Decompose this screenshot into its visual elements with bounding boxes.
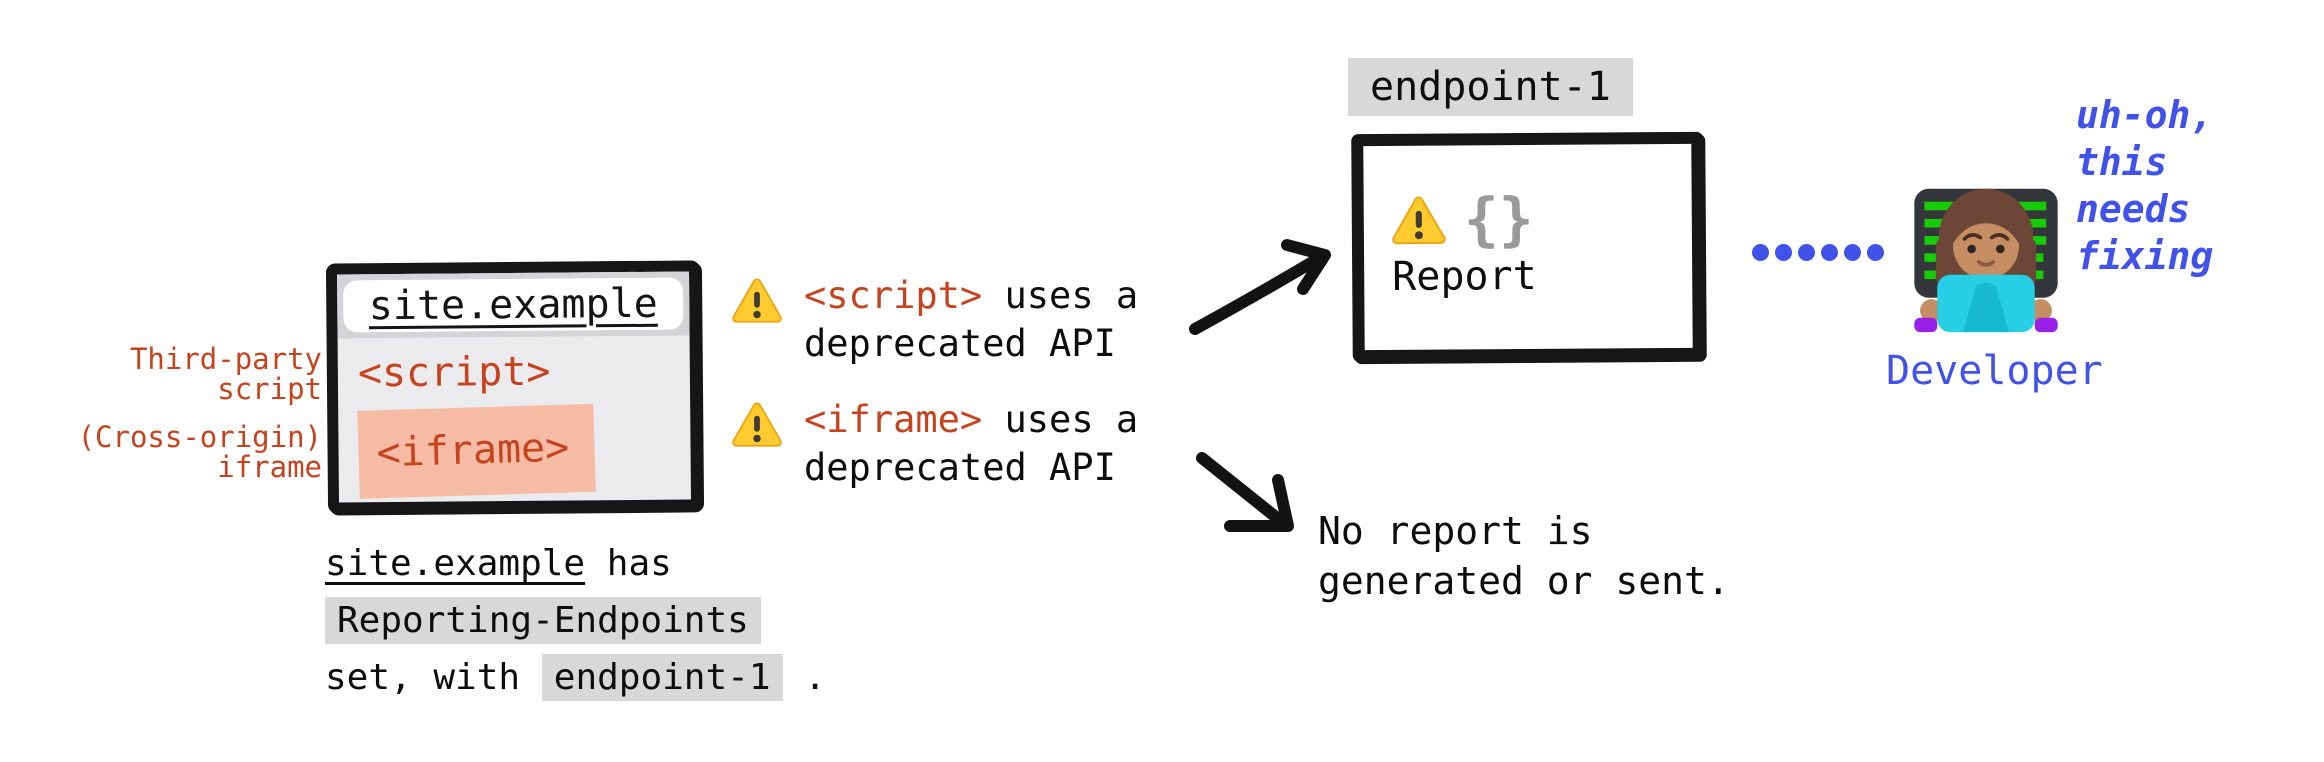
iframe-warning-text: <iframe> uses a deprecated API <box>804 396 1138 492</box>
warning-script-tag: <script> <box>804 274 983 317</box>
caption-line-2: Reporting-Endpoints <box>325 593 826 648</box>
arrow-to-endpoint-icon <box>1189 239 1331 335</box>
json-object-icon: {} <box>1463 184 1534 254</box>
caption-period: . <box>804 657 826 698</box>
caption-set-with-text: set, with <box>325 657 521 698</box>
arrow-to-no-report-icon <box>1196 452 1294 532</box>
warning-icon <box>1392 196 1446 245</box>
dot <box>1867 244 1884 261</box>
caption: site.example has Reporting-Endpoints set… <box>325 536 826 707</box>
browser-window: site.example <script> <iframe> <box>325 260 703 514</box>
no-report-text: No report is generated or sent. <box>1318 509 1730 603</box>
caption-site-url: site.example <box>325 543 586 584</box>
caption-line-3: set, with endpoint-1 . <box>325 650 826 705</box>
warning-script-line2: deprecated API <box>804 322 1116 365</box>
address-bar: site.example <box>343 277 684 333</box>
report-label: Report <box>1392 252 1537 300</box>
warning-icon <box>732 278 782 323</box>
dotted-connector <box>1752 244 1884 261</box>
site-url: site.example <box>368 280 658 330</box>
dot <box>1775 244 1792 261</box>
third-party-script-label: Third-party script <box>129 342 322 406</box>
dot <box>1821 244 1838 261</box>
warning-iframe-suffix: uses a <box>982 398 1139 441</box>
caption-line-1: site.example has <box>325 536 826 591</box>
cross-origin-iframe-label: (Cross-origin) iframe <box>77 420 322 484</box>
script-tag: <script> <box>357 348 551 397</box>
warning-icon <box>732 402 782 447</box>
dot <box>1752 244 1769 261</box>
browser-body: <script> <iframe> <box>338 335 691 499</box>
endpoint-1-chip: endpoint-1 <box>541 654 783 701</box>
dot <box>1798 244 1815 261</box>
reporting-endpoints-chip: Reporting-Endpoints <box>325 597 761 644</box>
caption-has-text: has <box>585 543 672 584</box>
script-warning-text: <script> uses a deprecated API <box>804 272 1138 368</box>
browser-header: site.example <box>337 271 690 339</box>
script-warning-row: <script> uses a deprecated API <box>730 272 1138 368</box>
iframe-warning-row: <iframe> uses a deprecated API <box>730 396 1138 492</box>
endpoint-label: endpoint-1 <box>1348 58 1633 116</box>
developer-technologist-emoji-icon <box>1914 188 2058 333</box>
warning-script-suffix: uses a <box>982 274 1139 317</box>
iframe-highlight: <iframe> <box>357 403 596 499</box>
warning-iframe-line2: deprecated API <box>804 446 1116 489</box>
dot <box>1844 244 1861 261</box>
report-icons-row: {} <box>1390 184 1692 254</box>
developer-label: Developer <box>1886 348 2103 394</box>
warning-iframe-tag: <iframe> <box>804 398 983 441</box>
iframe-tag: <iframe> <box>375 424 570 477</box>
developer-thought-text: uh-oh, this needs fixing <box>2076 93 2214 278</box>
report-box: {} Report <box>1351 131 1705 363</box>
